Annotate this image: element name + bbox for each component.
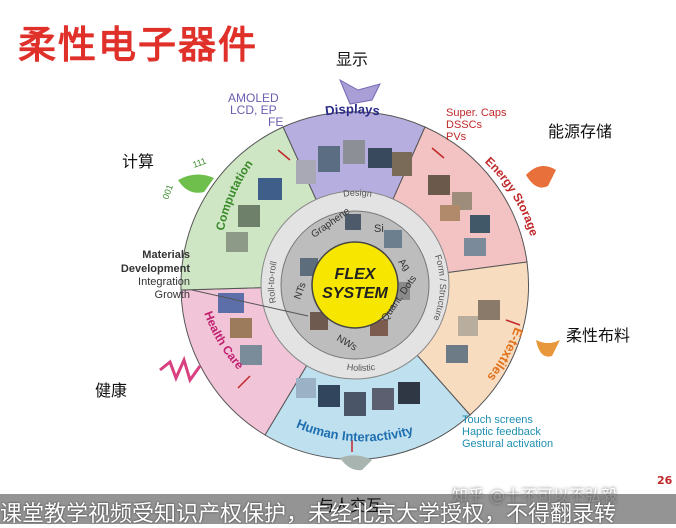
label-display: 显示	[336, 50, 369, 69]
page-number: 26	[657, 474, 673, 487]
label-energy: 能源存储	[548, 122, 613, 141]
human-note-1: Touch screens	[462, 414, 533, 426]
core-item-si: Si	[374, 223, 384, 235]
center-circle	[311, 241, 399, 329]
compute-tick-001: 001	[160, 183, 175, 201]
human-note-2: Haptic feedback	[462, 426, 541, 438]
center-line-2: SYSTEM	[322, 285, 388, 302]
compute-tick-111: 111	[191, 156, 207, 170]
wave-icons	[159, 78, 560, 471]
energy-note-3: PVs	[446, 131, 467, 143]
materials-note-2: Development	[121, 263, 190, 275]
ring-label-holistic: Holistic	[346, 362, 376, 373]
energy-note-1: Super. Caps	[446, 107, 507, 119]
label-human: 与人交互	[318, 496, 383, 515]
materials-note-3: Integration	[138, 276, 190, 288]
ring-label-design: Design	[343, 188, 373, 199]
materials-note-1: Materials	[142, 249, 190, 261]
energy-note-2: DSSCs	[446, 119, 483, 131]
segment-label-displays: Displays	[324, 101, 380, 118]
materials-leader	[191, 289, 309, 317]
label-textile: 柔性布料	[566, 326, 631, 345]
display-note-2: LCD, EP	[230, 103, 277, 117]
bottom-caption: 课堂教学视频受知识产权保护，未经北京大学授权，不得翻录转	[0, 502, 617, 527]
label-health: 健康	[95, 381, 128, 400]
materials-note-4: Growth	[155, 289, 190, 301]
display-note-3: FE	[268, 115, 283, 129]
human-note-3: Gestural activation	[462, 438, 553, 450]
photo-tiles	[218, 140, 500, 416]
center-line-1: FLEX	[335, 266, 377, 283]
arrows	[237, 147, 521, 452]
label-compute: 计算	[122, 152, 155, 171]
ring-label-roll: Roll-to-roll	[266, 260, 279, 304]
display-note-1: AMOLED	[228, 91, 279, 105]
page-title: 柔性电子器件	[18, 23, 259, 67]
caption-bar	[0, 494, 676, 524]
